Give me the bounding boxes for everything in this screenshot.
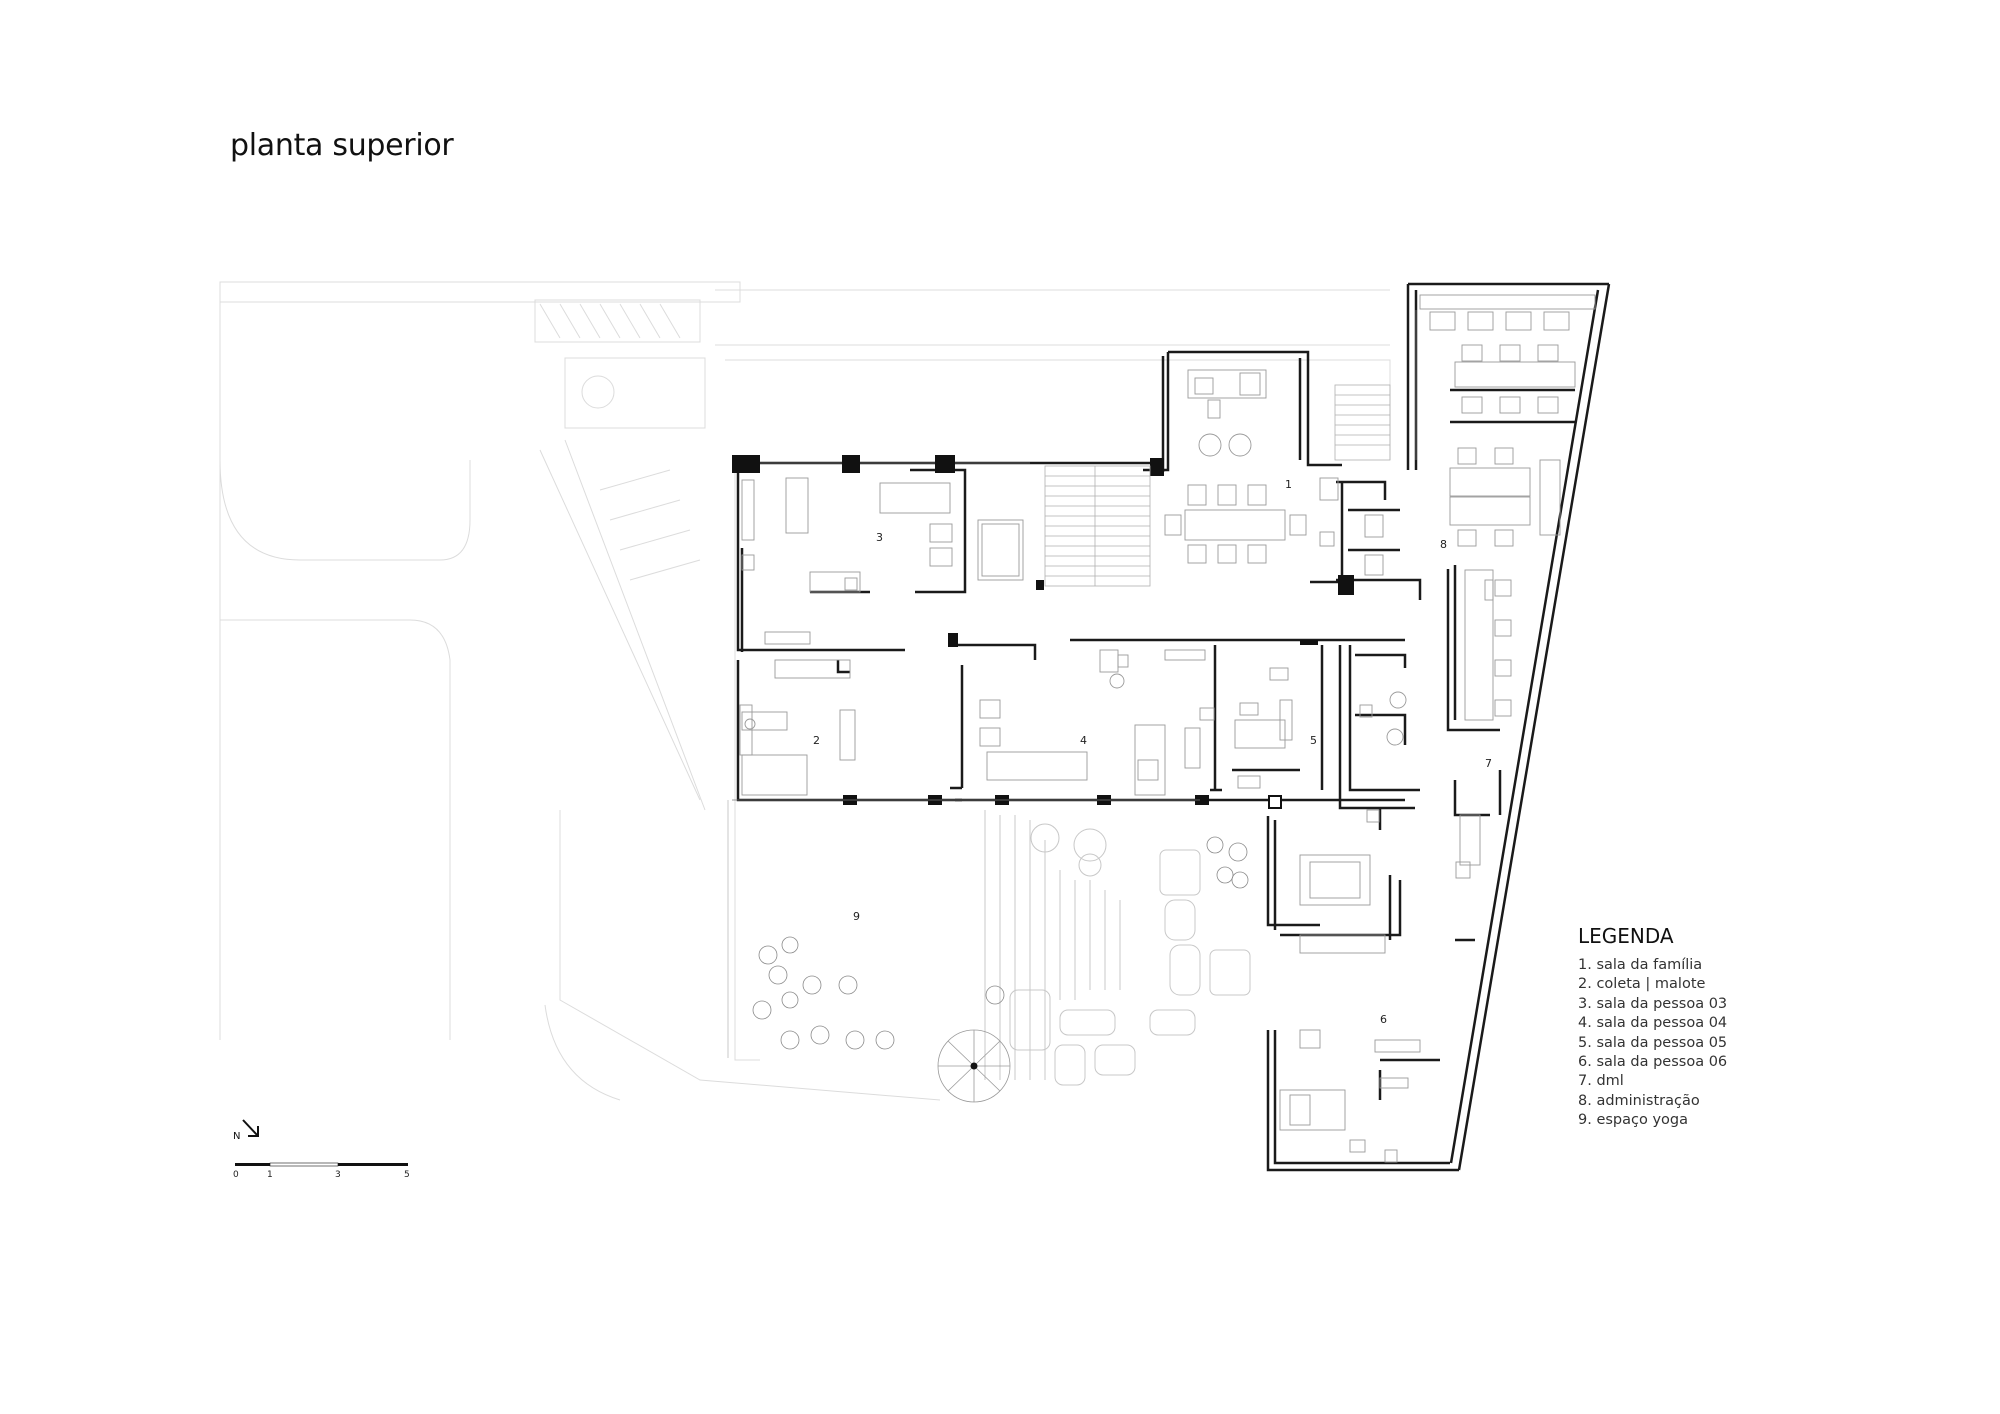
room-label: 5 — [1310, 734, 1317, 747]
columns — [732, 455, 1354, 809]
garden-area — [727, 800, 1251, 1086]
main-stair — [1044, 384, 1391, 587]
room-labels: 1 2 3 4 5 6 7 8 9 — [813, 478, 1492, 1026]
legend-item: 8. administração — [1578, 1092, 1700, 1109]
legend-item: 7. dml — [1578, 1073, 1624, 1090]
room-label: 6 — [1380, 1013, 1387, 1026]
legend: LEGENDA 1. sala da família 2. coleta | m… — [1578, 924, 1727, 1131]
legend-item: 6. sala da pessoa 06 — [1578, 1054, 1728, 1071]
room-label: 4 — [1080, 734, 1087, 747]
room-label: 9 — [853, 910, 860, 923]
legend-title: LEGENDA — [1578, 924, 1674, 948]
room-label: 1 — [1285, 478, 1292, 491]
shrubs — [752, 836, 1249, 1050]
sheet-title: planta superior — [230, 128, 454, 163]
legend-item: 1. sala da família — [1578, 957, 1703, 973]
legend-item: 5. sala da pessoa 05 — [1578, 1034, 1728, 1051]
room-label: 7 — [1485, 757, 1492, 770]
legend-item: 4. sala da pessoa 04 — [1578, 1015, 1728, 1032]
legend-item: 3. sala da pessoa 03 — [1578, 995, 1728, 1012]
north-label: N — [233, 1131, 240, 1142]
north-arrow-icon — [242, 1119, 259, 1137]
legend-item: 9. espaço yoga — [1578, 1112, 1689, 1129]
legend-item: 2. coleta | malote — [1578, 976, 1706, 993]
room-label: 8 — [1440, 538, 1447, 551]
room-label: 3 — [876, 531, 883, 544]
scale-bar: 0 1 3 5 — [233, 1162, 410, 1180]
scale-tick: 1 — [267, 1170, 273, 1180]
spiral-stair — [937, 1029, 1011, 1103]
room-label: 2 — [813, 734, 820, 747]
scale-tick: 3 — [335, 1170, 341, 1180]
legend-list: 1. sala da família 2. coleta | malote 3.… — [1578, 956, 1727, 1131]
glazing — [732, 310, 1417, 801]
north-arrow: N — [233, 1119, 259, 1142]
furniture — [739, 294, 1596, 1163]
scale-tick: 0 — [233, 1170, 239, 1180]
scale-tick: 5 — [404, 1170, 410, 1180]
